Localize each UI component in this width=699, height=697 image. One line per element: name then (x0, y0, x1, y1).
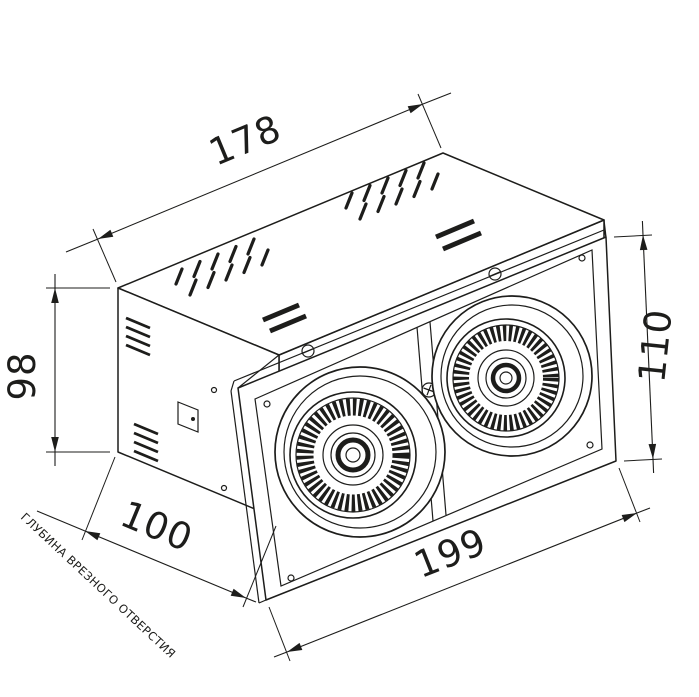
dimension-right-height-value: 110 (630, 307, 680, 385)
left-face-vents-upper (125, 316, 151, 357)
top-vent-bars-front (262, 302, 307, 334)
spotlight-left-baffle-fins (296, 398, 410, 512)
left-face-vents-lower (133, 422, 159, 463)
top-vent-bars-right (435, 218, 482, 252)
trim-frame-inner (254, 249, 603, 587)
spotlight-right-baffle-fins (453, 325, 559, 431)
left-face-connector-knockout (177, 386, 228, 492)
spotlight-left (274, 366, 446, 538)
top-vent-slits-left (174, 237, 270, 297)
dimension-left-height: 98 (1, 274, 110, 466)
dimension-left-height-value: 98 (1, 351, 44, 400)
spotlight-right (431, 295, 593, 457)
dimension-bottom-width: 199 (268, 467, 651, 662)
dimension-right-height: 110 (613, 220, 681, 474)
